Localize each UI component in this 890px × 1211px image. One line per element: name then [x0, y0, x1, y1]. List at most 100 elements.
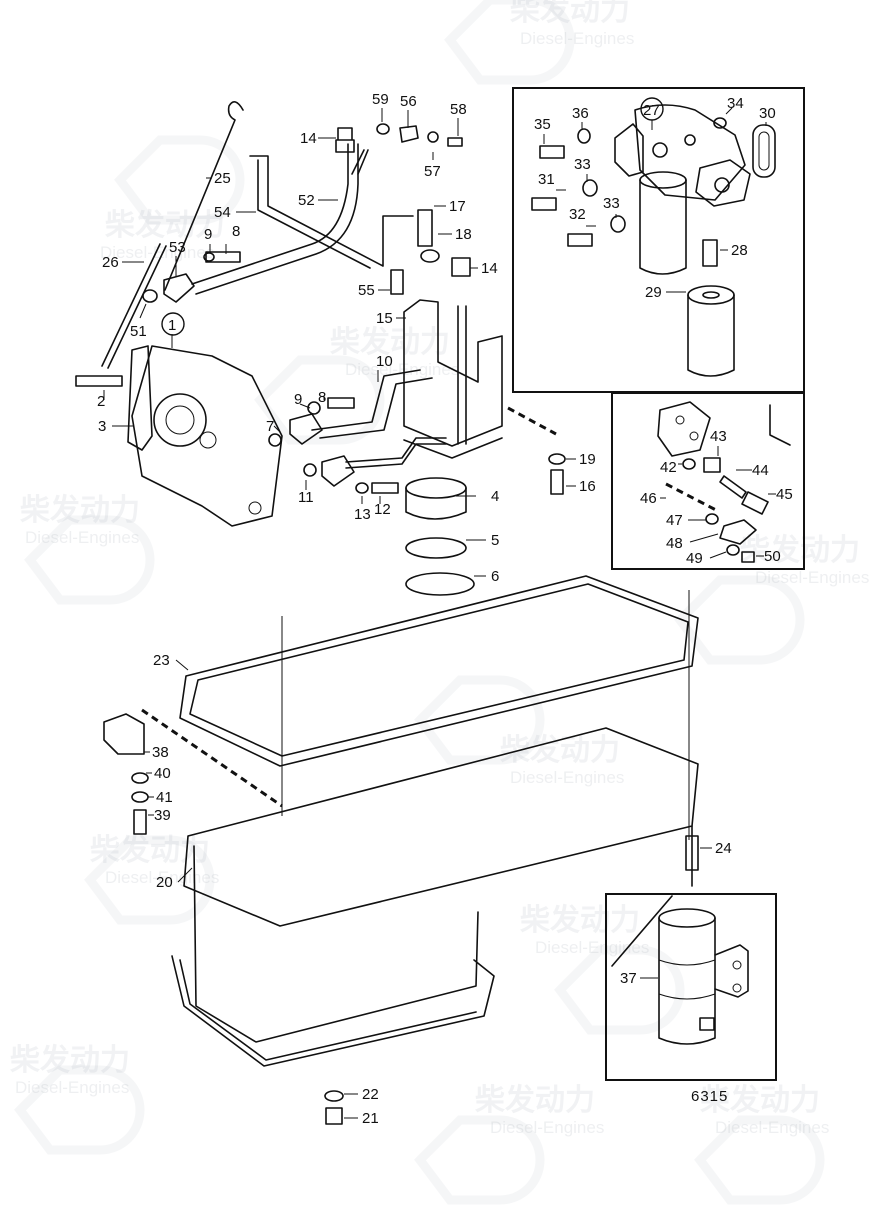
filter-canister-37 — [658, 917, 716, 1045]
watermark-6: 柴发动力 Diesel-Engines — [414, 675, 624, 787]
label-20: 20 — [156, 874, 173, 891]
drain-plug-21 — [325, 1107, 343, 1125]
oil-pump-1 — [131, 345, 283, 527]
label-35: 35 — [534, 116, 551, 133]
dipstick-25 — [164, 101, 244, 291]
suction-pipe-vertical — [457, 305, 467, 445]
bolt-35 — [539, 145, 565, 159]
bolt-32 — [567, 233, 593, 247]
filter-band — [658, 959, 716, 966]
watermark-brand-cn: 柴发动力 — [475, 1083, 595, 1118]
label-6: 6 — [491, 568, 499, 585]
washer-9-upper — [203, 252, 215, 262]
watermark-brand-en: Diesel-Engines — [520, 29, 634, 48]
watermark-brand-en: Diesel-Engines — [15, 1078, 129, 1097]
leader-lines — [103, 107, 776, 1119]
watermark-logo-icon — [414, 675, 545, 765]
label-33: 33 — [574, 156, 591, 173]
gasket-23-inner — [189, 583, 689, 757]
washer-9-lower — [307, 401, 321, 415]
label-54: 54 — [214, 204, 231, 221]
watermark-brand-cn: 柴发动力 — [330, 325, 450, 360]
label-14b: 14 — [481, 260, 498, 277]
label-24: 24 — [715, 840, 732, 857]
label-44: 44 — [752, 462, 769, 479]
label-21: 21 — [362, 1110, 379, 1127]
label-8b: 8 — [318, 389, 326, 406]
label-4: 4 — [491, 488, 499, 505]
watermark-brand-en: Diesel-Engines — [510, 768, 624, 787]
gasket-3 — [127, 345, 153, 451]
valve-plate — [657, 401, 711, 457]
callout-circle-27 — [640, 97, 664, 121]
inset-box-valve — [611, 392, 805, 570]
leader-7 — [273, 425, 281, 433]
watermark-9: 柴发动力 Diesel-Engines — [10, 1043, 145, 1155]
label-39: 39 — [154, 807, 171, 824]
oil-pump-assembly — [75, 299, 566, 596]
pump-gear-hub — [165, 405, 195, 435]
seal-30 — [752, 124, 776, 178]
filter-bracket-37 — [714, 944, 749, 998]
bracket-54 — [249, 155, 414, 267]
washer-33b — [610, 215, 626, 233]
filter-head-27 — [634, 104, 746, 201]
bolt-17 — [417, 209, 433, 247]
label-34: 34 — [727, 95, 744, 112]
pump-boss — [199, 431, 217, 449]
pipe-10 — [311, 369, 433, 439]
tube-52-outer — [191, 143, 349, 285]
watermark-brand-en: Diesel-Engines — [535, 938, 649, 957]
watermark-brand-cn: 柴发动力 — [740, 533, 860, 568]
seal-30-inner — [758, 131, 770, 171]
bolt-8-lower — [327, 397, 355, 409]
leader-9 — [299, 403, 311, 409]
filter-cartridge-bore — [702, 291, 720, 299]
leader-20 — [177, 867, 193, 883]
label-2: 2 — [97, 393, 105, 410]
oil-pan-sump-inner — [179, 959, 477, 1061]
label-3: 3 — [98, 418, 106, 435]
label-26: 26 — [102, 254, 119, 271]
watermark-logo-icon — [694, 1115, 825, 1205]
watermark-logo-icon — [674, 575, 805, 665]
watermark-logo-icon — [414, 1115, 545, 1205]
inset-box-filter-37 — [605, 893, 777, 1081]
bolt-24 — [685, 835, 699, 871]
watermark-logo-icon — [24, 515, 155, 605]
label-29: 29 — [645, 284, 662, 301]
label-45: 45 — [776, 486, 793, 503]
watermark-11: 柴发动力 Diesel-Engines — [694, 1083, 829, 1205]
watermark-brand-en: Diesel-Engines — [755, 568, 869, 587]
pipe-suction — [345, 437, 447, 469]
nut-51 — [142, 289, 158, 303]
watermark-brand-en: Diesel-Engines — [105, 868, 219, 887]
label-33b: 33 — [603, 195, 620, 212]
tube-52-inner — [195, 143, 359, 295]
watermark-brand-cn: 柴发动力 — [10, 1043, 130, 1078]
watermark-logo-icon — [254, 355, 385, 445]
bracket-54-edge — [257, 159, 371, 269]
flange-48 — [719, 519, 757, 545]
watermark-logo-icon — [84, 835, 215, 925]
washer-33 — [582, 179, 598, 197]
watermark-10: 柴发动力 Diesel-Engines — [414, 1083, 604, 1205]
label-36: 36 — [572, 105, 589, 122]
oil-pan-body-left — [193, 845, 479, 1043]
label-41: 41 — [156, 789, 173, 806]
label-31: 31 — [538, 171, 555, 188]
label-8: 8 — [232, 223, 240, 240]
watermark-brand-cn: 柴发动力 — [520, 903, 640, 938]
watermark-brand-en: Diesel-Engines — [715, 1118, 829, 1137]
label-7: 7 — [266, 418, 274, 435]
label-58: 58 — [450, 101, 467, 118]
washer-47 — [705, 513, 719, 525]
label-46: 46 — [640, 490, 657, 507]
plate-hole — [689, 431, 699, 441]
label-52: 52 — [298, 192, 315, 209]
bolt-39 — [133, 809, 147, 835]
bracket-hole — [732, 983, 742, 993]
oil-pan-assembly — [103, 575, 699, 1125]
watermark-3: 柴发动力 Diesel-Engines — [254, 325, 459, 445]
watermark-brand-cn: 柴发动力 — [510, 0, 630, 28]
